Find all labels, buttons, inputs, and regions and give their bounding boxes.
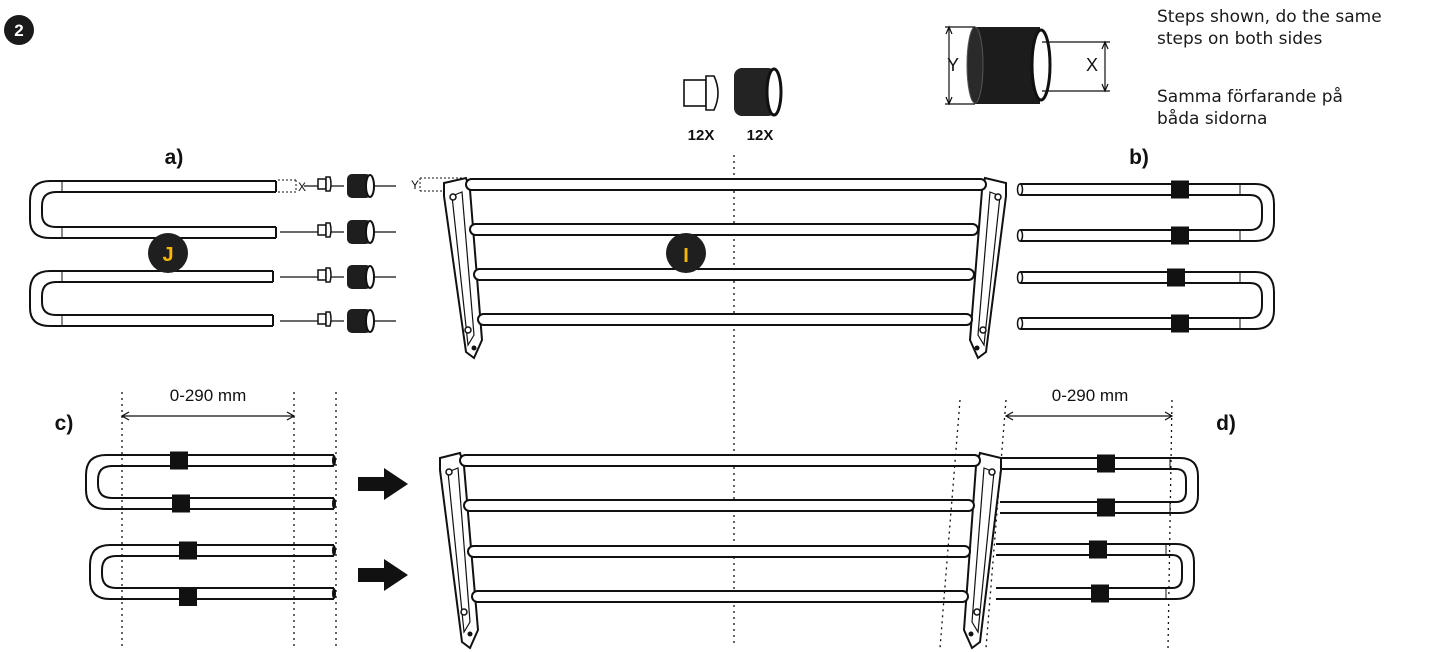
step-number-badge — [4, 15, 34, 45]
instruction-en-line1: Steps shown, do the same — [1157, 7, 1382, 27]
sleeve-dimension-detail — [945, 25, 1110, 106]
callout-j-label: J — [162, 244, 173, 266]
frame-i — [443, 176, 1007, 360]
rail-set-c — [85, 392, 337, 648]
callout-j-badge — [148, 233, 188, 273]
measurement-label-left: 0-290 mm — [170, 386, 247, 405]
panel-label-c: c) — [55, 412, 74, 435]
plug-sleeve-row — [280, 308, 396, 334]
step-number: 2 — [14, 21, 23, 40]
plug-sleeve-row — [304, 173, 396, 199]
rail-set-b — [1016, 180, 1275, 333]
plug-icon — [683, 75, 719, 111]
instruction-sv-line1: Samma förfarande på — [1157, 87, 1343, 107]
callout-i-label: I — [683, 245, 689, 267]
frame-assembled — [439, 451, 1002, 650]
panel-label-d: d) — [1216, 412, 1236, 435]
instruction-note-sv: Samma förfarande på båda sidorna — [1157, 86, 1343, 130]
instruction-sv-line2: båda sidorna — [1157, 109, 1268, 129]
rail-set-j — [29, 180, 277, 327]
y-dimension-label: Y — [947, 55, 959, 75]
sleeve-icon — [734, 67, 783, 117]
sleeve-quantity: 12X — [747, 127, 774, 144]
measurement-label-right: 0-290 mm — [1052, 386, 1129, 405]
y-indicator — [419, 177, 462, 192]
x-indicator — [278, 179, 297, 193]
callout-i-badge — [666, 233, 706, 273]
x-dimension-label: X — [1086, 55, 1098, 75]
x-small-label: X — [298, 180, 306, 194]
rail-set-d — [939, 399, 1199, 649]
plug-sleeve-row — [280, 264, 396, 290]
panel-label-b: b) — [1129, 146, 1149, 169]
insert-arrow-icon — [358, 468, 408, 500]
panel-label-a: a) — [165, 146, 184, 169]
insert-arrow-icon — [358, 559, 408, 591]
plug-quantity: 12X — [688, 127, 715, 144]
y-small-label: Y — [411, 178, 419, 192]
instruction-en-line2: steps on both sides — [1157, 29, 1323, 49]
plug-sleeve-row — [280, 219, 396, 245]
instruction-note-en: Steps shown, do the same steps on both s… — [1157, 6, 1382, 50]
